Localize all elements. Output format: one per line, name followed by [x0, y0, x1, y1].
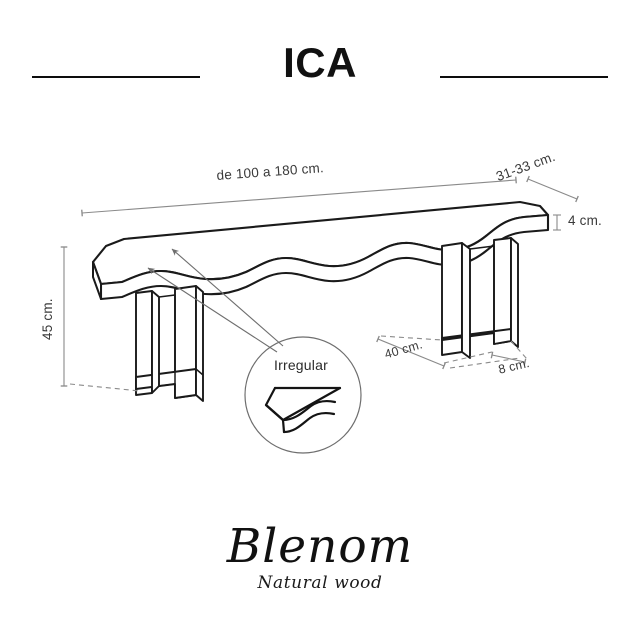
dimension-depth	[526, 175, 579, 203]
callout-detail-sketch	[264, 386, 342, 434]
callout-leader-2	[147, 267, 278, 353]
callout-label: Irregular	[274, 357, 328, 373]
dimension-label-height: 45 cm.	[40, 298, 55, 340]
header: ICA	[0, 22, 640, 86]
irregular-callout	[147, 248, 362, 454]
dimension-leg-depth	[376, 335, 446, 370]
title-rule-right	[440, 76, 608, 78]
bench-top	[91, 200, 550, 301]
dimension-width	[81, 176, 517, 217]
page-title: ICA	[283, 39, 357, 86]
bench-leg-left	[135, 285, 204, 402]
callout-circle	[244, 336, 362, 454]
bench-leg-right	[441, 237, 519, 359]
dimension-label-thickness: 4 cm.	[568, 213, 603, 228]
brand-logo: Blenom Natural wood	[0, 520, 640, 594]
brand-name: Blenom	[226, 519, 414, 574]
brand-tagline: Natural wood	[257, 573, 383, 593]
dimension-lines	[60, 175, 579, 392]
dimension-thickness	[553, 214, 561, 231]
callout-leader-1	[171, 248, 284, 347]
title-rule-left	[32, 76, 200, 78]
dimension-leg-width	[490, 351, 527, 366]
